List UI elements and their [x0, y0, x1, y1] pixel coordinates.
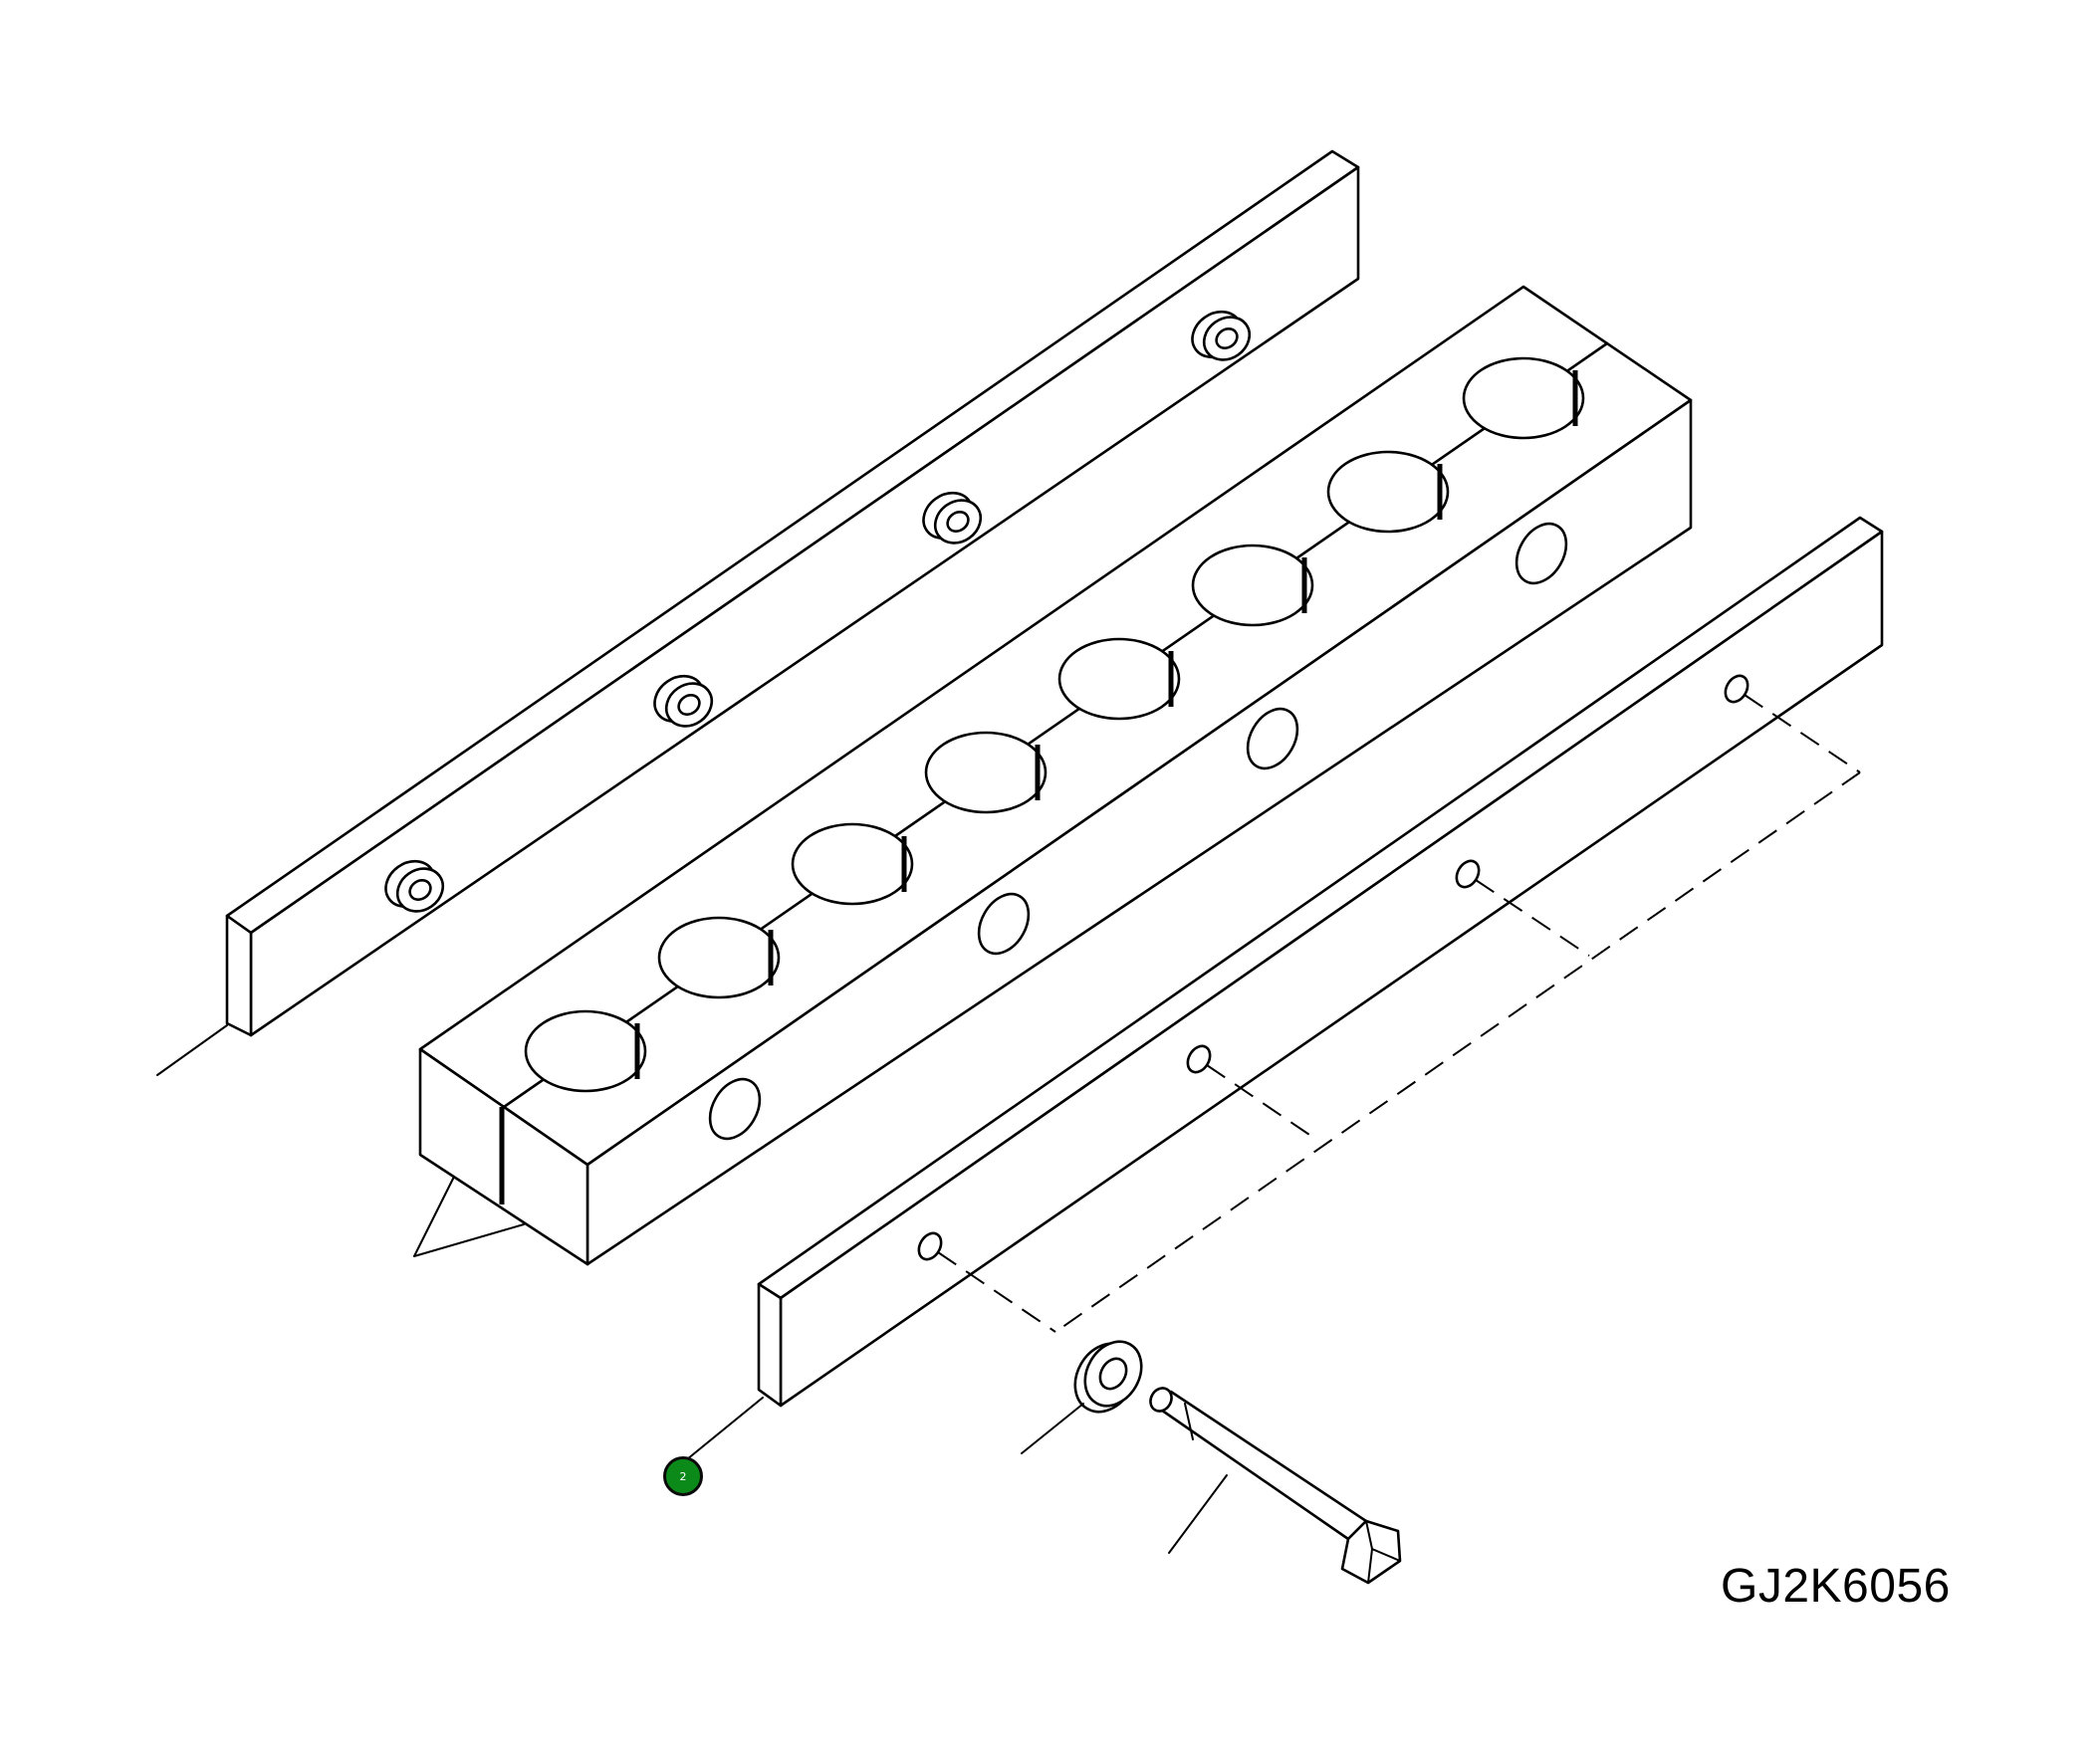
bore	[524, 1009, 647, 1093]
bore	[1057, 637, 1181, 721]
callout-number: 2	[679, 1469, 687, 1483]
side-hole	[708, 1077, 762, 1141]
side-hole	[1515, 522, 1568, 585]
bore	[657, 916, 781, 999]
bore	[1462, 356, 1585, 440]
washer[interactable]	[1021, 1332, 1153, 1454]
spacer-bushing[interactable]	[915, 484, 989, 551]
side-hole	[1246, 707, 1299, 770]
side-hole	[977, 892, 1031, 956]
callout-badge-2[interactable]: 2	[663, 1456, 703, 1496]
front-plate[interactable]	[686, 516, 1884, 1460]
spacer-bushing[interactable]	[646, 667, 720, 735]
bore	[924, 731, 1048, 814]
leader-lines	[413, 1176, 525, 1257]
bolt[interactable]	[1146, 1385, 1402, 1585]
figure-code: GJ2K6056	[1721, 1560, 1951, 1613]
back-plate[interactable]	[156, 149, 1360, 1076]
bore	[1191, 544, 1314, 627]
bore	[1326, 450, 1450, 534]
spacer-bushing[interactable]	[1184, 303, 1258, 368]
bore	[791, 822, 914, 906]
spacer-bushing[interactable]	[377, 852, 451, 920]
assembly-paths	[937, 694, 1861, 1333]
